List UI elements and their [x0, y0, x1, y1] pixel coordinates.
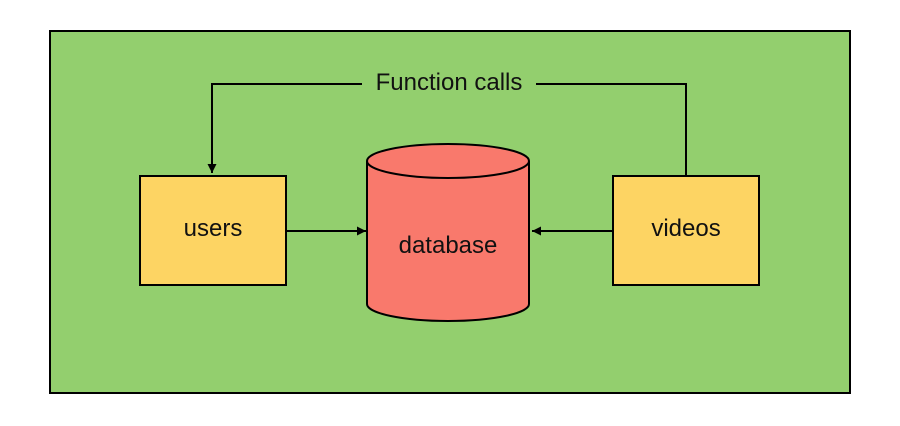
users-box — [139, 175, 287, 286]
function-calls-connector — [212, 83, 687, 176]
function-calls-label: Function calls — [376, 69, 523, 96]
users-label: users — [184, 215, 243, 242]
database-cylinder-rim — [366, 160, 530, 179]
videos-box — [612, 175, 760, 286]
database-label: database — [399, 232, 498, 259]
videos-label: videos — [651, 215, 720, 242]
database-cylinder — [366, 143, 530, 322]
